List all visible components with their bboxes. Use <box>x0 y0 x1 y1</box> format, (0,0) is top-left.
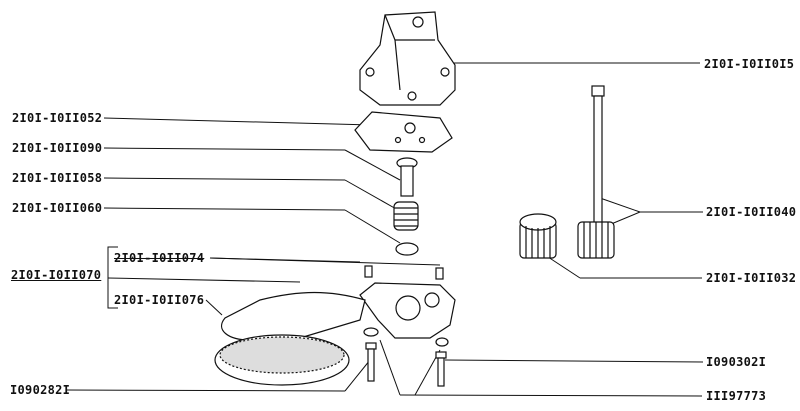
label-bolt-right: I090302I <box>706 355 767 369</box>
label-spring: 2I0I-I0II058 <box>12 171 103 185</box>
label-bolt-left: I090282I <box>10 383 71 397</box>
label-washer: 2I0I-I0II060 <box>12 201 103 215</box>
label-housing-cover: 2I0I-I0II0I5 <box>704 57 795 71</box>
label-plate: 2I0I-I0II052 <box>12 111 103 125</box>
driven-gear <box>519 213 557 259</box>
dowel-pin-right <box>435 267 444 280</box>
leader-lines <box>65 62 704 397</box>
label-pin: 2I0I-I0II074 <box>114 251 205 265</box>
drive-shaft-gear <box>577 85 615 259</box>
label-driven-gear: 2I0I-I0II032 <box>706 271 797 285</box>
bolt-right <box>435 351 447 387</box>
label-shaft-gear: 2I0I-I0II040 <box>706 205 797 219</box>
bolt-left <box>365 342 377 382</box>
lock-washer-left <box>363 327 379 337</box>
pump-housing-cover <box>359 11 456 106</box>
valve-spring <box>393 201 419 231</box>
pump-cover-plate <box>354 111 453 153</box>
pump-body-with-strainer <box>214 282 456 386</box>
pressure-valve <box>396 157 418 197</box>
label-strainer: 2I0I-I0II076 <box>114 293 205 307</box>
label-lock-washer: III97773 <box>706 389 767 403</box>
valve-washer <box>395 242 419 256</box>
label-assembly: 2I0I-I0II070 <box>11 268 102 282</box>
lock-washer-right <box>435 337 449 347</box>
label-valve: 2I0I-I0II090 <box>12 141 103 155</box>
dowel-pin-left <box>364 265 373 278</box>
